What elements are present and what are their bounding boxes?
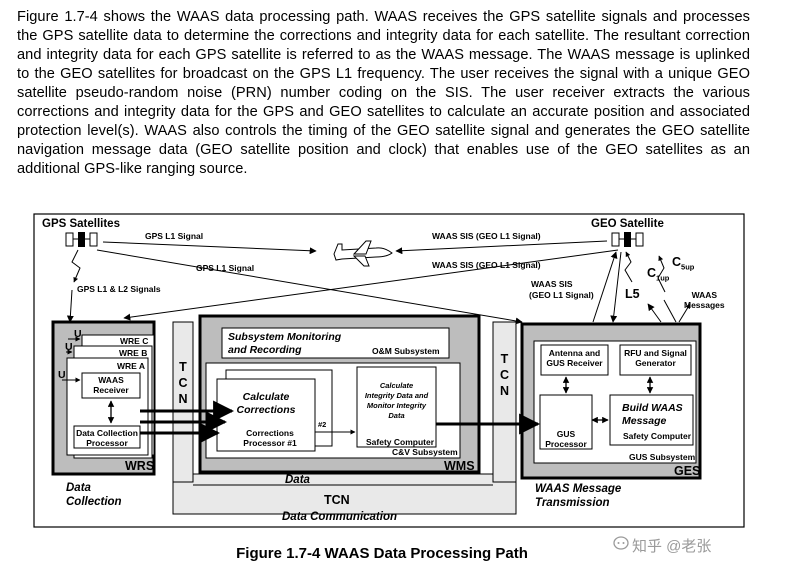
waas-sis-top-label: WAAS SIS (GEO L1 Signal) xyxy=(432,231,541,241)
rfu-signal-generator-box xyxy=(619,344,692,376)
waas-sis-mid-label: WAAS SIS (GEO L1 Signal) xyxy=(432,260,541,270)
wre-b-label: WRE B xyxy=(119,348,148,358)
gps-l1-l2-signals-label: GPS L1 & L2 Signals xyxy=(77,284,161,294)
gps-satellite-icon xyxy=(65,232,98,247)
cv-subsystem-label: C&V Subsystem xyxy=(392,447,458,457)
aircraft-icon xyxy=(333,240,393,267)
c1up-label: C1up xyxy=(647,266,670,283)
geo-l1-signal-label: (GEO L1 Signal) xyxy=(529,290,594,300)
gps-l1-signal-mid-label: GPS L1 Signal xyxy=(196,263,255,273)
antenna-gus-receiver-box xyxy=(540,344,609,376)
tcn-right-column xyxy=(492,321,517,483)
gps-satellites-label: GPS Satellites xyxy=(42,218,120,230)
data-communication-label: Data Communication xyxy=(282,511,398,523)
build-waas-message-box xyxy=(609,394,694,446)
waas-receiver-box xyxy=(81,372,141,399)
safety-computer-box xyxy=(356,366,437,448)
waas-sis-geo-label: WAAS SIS xyxy=(531,279,573,289)
u-label-c: U xyxy=(74,328,82,340)
l5-label: L5 xyxy=(625,287,640,301)
u-label-b: U xyxy=(65,341,73,353)
tcn-left-column xyxy=(172,321,194,483)
processor-2-label: #2 xyxy=(318,420,327,429)
data-collection-processor-box xyxy=(73,425,141,449)
ges-label: GES xyxy=(674,464,701,478)
geo-satellite-label: GEO Satellite xyxy=(591,218,664,230)
wms-label: WMS xyxy=(444,459,475,473)
zhihu-logo-icon xyxy=(613,536,629,550)
tcn-bottom-label: TCN xyxy=(324,493,350,507)
wre-a-label: WRE A xyxy=(117,361,146,371)
gus-subsystem-label: GUS Subsystem xyxy=(629,452,696,462)
tcn-band-bottom xyxy=(172,473,517,515)
om-subsystem-box xyxy=(221,327,450,359)
data-label: Data xyxy=(285,474,310,486)
om-subsystem-label: O&M Subsystem xyxy=(372,346,440,356)
gps-l1-signal-top-label: GPS L1 Signal xyxy=(145,231,204,241)
safety-computer-label: Safety Computer xyxy=(366,437,435,447)
wrs-label: WRS xyxy=(125,459,155,473)
geo-satellite-icon xyxy=(611,232,644,247)
wre-c-label: WRE C xyxy=(120,336,149,346)
c5up-label: C5up xyxy=(672,255,695,272)
intro-paragraph: Figure 1.7-4 shows the WAAS data process… xyxy=(17,9,750,177)
gus-processor-box xyxy=(539,394,593,450)
watermark: 知乎 @老张 xyxy=(632,538,712,555)
figure-caption: Figure 1.7-4 WAAS Data Processing Path xyxy=(236,545,528,562)
u-label-a: U xyxy=(58,369,66,381)
safety-computer-ges-label: Safety Computer xyxy=(623,431,692,441)
